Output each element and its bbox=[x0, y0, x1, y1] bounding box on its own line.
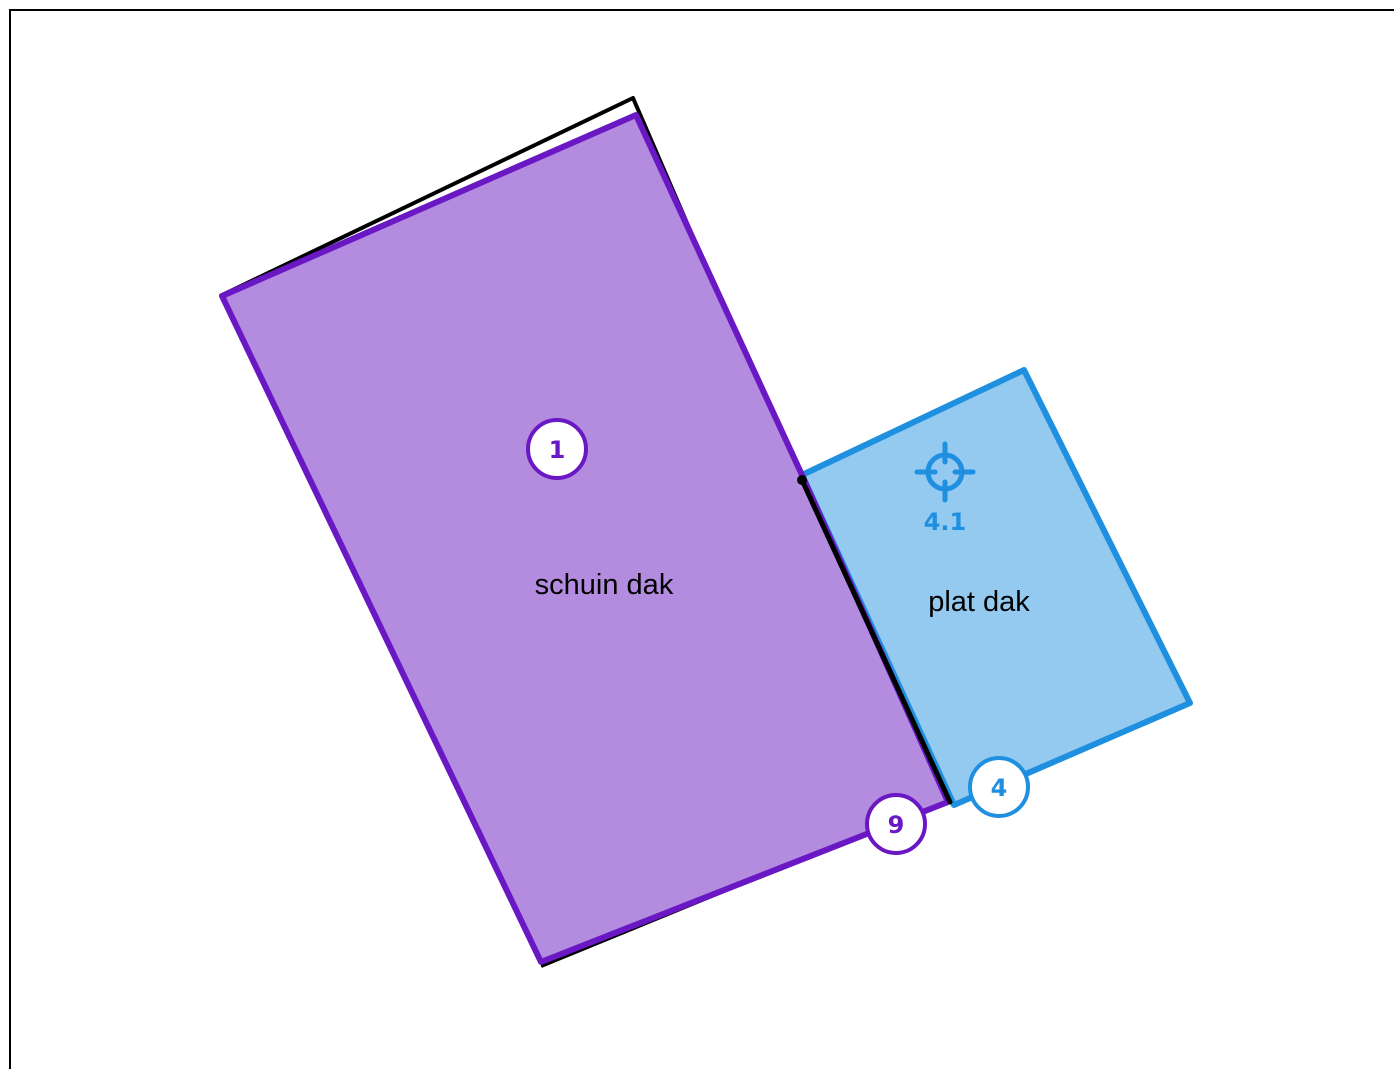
flat-roof-badge-text: 4 bbox=[991, 774, 1008, 802]
edge-badge-text: 9 bbox=[888, 811, 905, 839]
flat-roof-badge[interactable]: 4 bbox=[968, 756, 1030, 818]
pitched-roof-badge-text: 1 bbox=[549, 436, 566, 464]
flat-roof-label: plat dak bbox=[928, 586, 1030, 618]
pitched-roof-label: schuin dak bbox=[535, 569, 674, 601]
shared-edge[interactable] bbox=[799, 477, 953, 805]
drawing-frame bbox=[9, 9, 1394, 1069]
pitched-roof-badge[interactable]: 1 bbox=[526, 418, 588, 480]
marker-label: 4.1 bbox=[924, 508, 967, 536]
crosshair-icon[interactable] bbox=[914, 441, 976, 503]
edge-badge[interactable]: 9 bbox=[865, 793, 927, 855]
shared-edge-vertex[interactable] bbox=[797, 475, 807, 485]
